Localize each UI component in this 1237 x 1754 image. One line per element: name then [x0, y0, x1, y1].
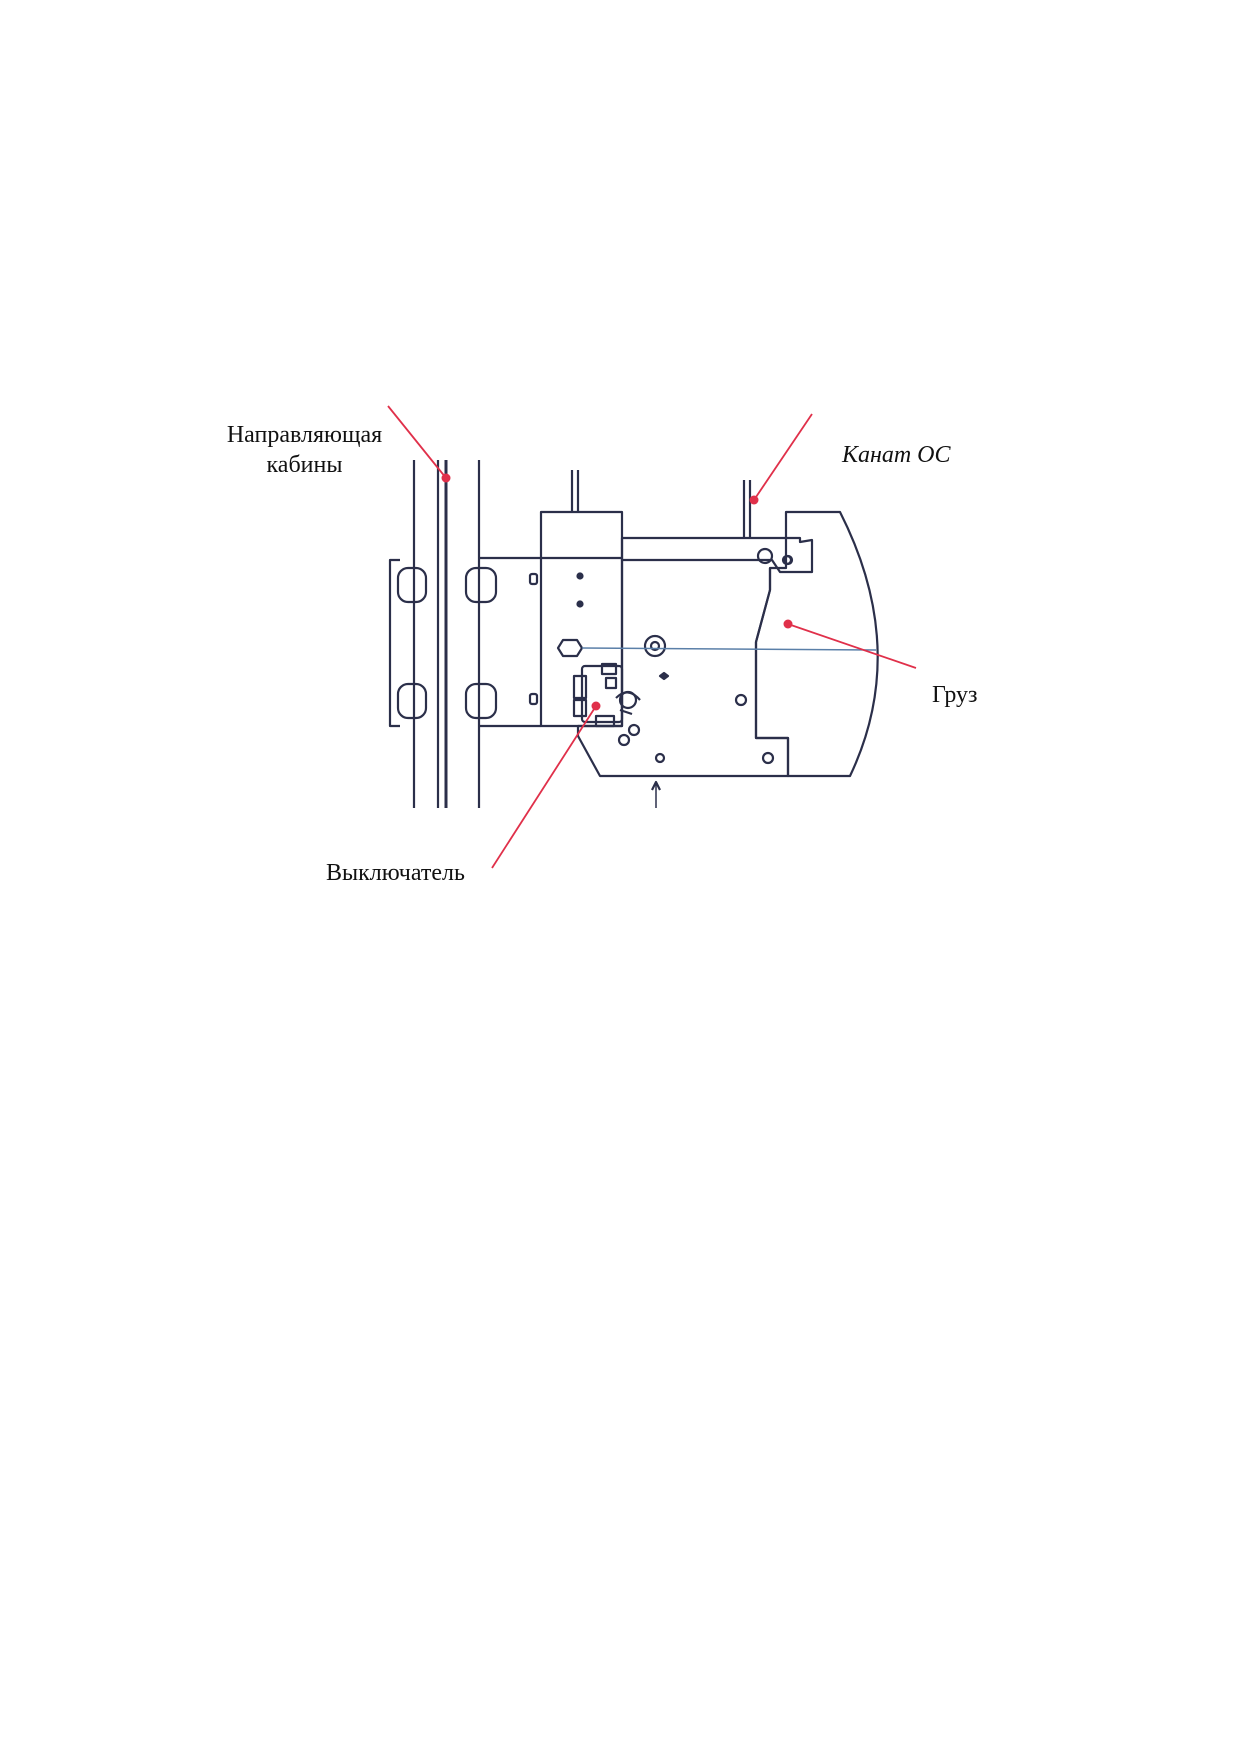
switch-label: Выключатель: [326, 860, 465, 886]
guide-rail-label-line1: Направляющая: [226, 422, 383, 448]
center-line: [581, 647, 877, 651]
counterweight: [734, 510, 879, 778]
mounting-plate: [479, 556, 541, 728]
governor-rope-label: Канат ОС: [842, 442, 951, 468]
guide-rail-label-line2: кабины: [266, 452, 343, 478]
guide-shoe-right: [464, 566, 498, 720]
bottom-arrow: [651, 780, 661, 808]
weight-label: Груз: [932, 682, 978, 708]
leader-guide-rail: [387, 405, 451, 483]
guide-shoe-left: [388, 558, 428, 728]
leader-governor-rope: [749, 413, 813, 505]
guide-rail-label: Направляющая кабины: [212, 420, 397, 480]
guide-rail: [412, 460, 481, 808]
switch-assembly: [572, 662, 641, 737]
leader-switch: [491, 701, 601, 869]
leader-weight: [783, 619, 917, 669]
main-plate: [556, 560, 790, 778]
